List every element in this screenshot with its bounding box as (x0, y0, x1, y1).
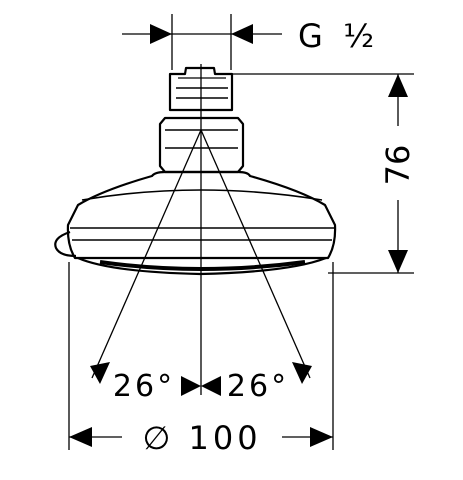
angle-arrow-center-left (181, 376, 201, 396)
thread-arrow-right (231, 24, 253, 44)
height-dimension (232, 73, 414, 274)
spray-lines (91, 64, 311, 395)
thread-arrow-left (150, 24, 172, 44)
spray-line-right (200, 129, 311, 379)
height-label: 76 (379, 145, 417, 186)
side-grip (54, 230, 77, 258)
diameter-dimension (68, 262, 334, 450)
angle-arrow-left-outer (90, 362, 110, 384)
shower-head-body (54, 66, 337, 276)
angle-arrow-right-outer (292, 362, 312, 384)
dome-inner-curve (81, 189, 323, 201)
nozzle-plate (77, 256, 327, 276)
angle-right-label: 26° (227, 369, 289, 404)
height-arrow-bottom (388, 250, 408, 273)
thread-dimension (122, 14, 282, 70)
diameter-arrow-right (310, 427, 333, 447)
thread-label: G ½ (298, 17, 374, 55)
head-dome (66, 170, 337, 260)
top-nut (168, 66, 234, 112)
height-arrow-top (388, 74, 408, 97)
spray-line-left (91, 129, 202, 379)
angle-arrow-center-right (201, 376, 221, 396)
angle-left-label: 26° (113, 369, 175, 404)
diameter-arrow-left (69, 427, 92, 447)
angle-dimension (90, 362, 312, 396)
nozzle-plate-shade (99, 260, 306, 271)
diameter-label: ∅ 100 (142, 419, 261, 457)
